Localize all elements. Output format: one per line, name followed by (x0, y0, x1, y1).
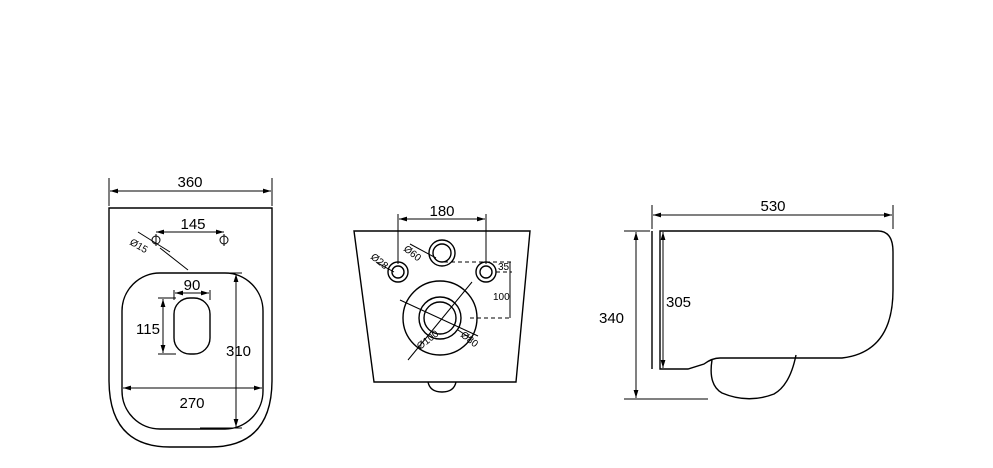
outlet-bottom (427, 381, 457, 393)
bolt-hole-left-inner (391, 265, 405, 279)
inlet-outer (428, 239, 456, 267)
bowl-opening (121, 272, 264, 430)
dim-inner-width: 270 (179, 395, 204, 412)
inlet-inner (432, 243, 452, 263)
dim-inner-length: 310 (226, 343, 251, 360)
side-view: 530 340 305 (599, 198, 894, 400)
dim-length-overall: 530 (760, 198, 785, 215)
outlet-inner (423, 301, 457, 335)
bolt-hole-left-outer (387, 261, 409, 283)
dim-pipe-spacing: 180 (429, 203, 454, 220)
dim-hole-spacing: 145 (180, 216, 205, 233)
dim-offset-vertical: 100 (493, 292, 510, 303)
dim-seat-depth: 115 (136, 321, 160, 338)
bolt-hole-right-outer (475, 261, 497, 283)
dim-height-overall: 340 (599, 310, 624, 327)
side-outlet (710, 354, 797, 400)
rear-view: 180 Ø60 Ø28 35 100 Ø80 Ø100 (353, 203, 531, 393)
top-view: 360 145 Ø15 90 115 310 270 (108, 174, 273, 448)
dim-hole-diameter: Ø15 (128, 237, 150, 256)
dim-bolt-hole-diameter: Ø28 (368, 252, 390, 273)
dim-offset-small: 35 (498, 262, 510, 273)
dim-seat-width: 90 (184, 277, 201, 294)
dim-outlet-outer-diameter: Ø100 (415, 328, 441, 352)
bowl-outline (108, 207, 273, 448)
dim-outlet-inner-diameter: Ø80 (458, 330, 480, 351)
dim-width-overall: 360 (177, 174, 202, 191)
rear-outline (353, 230, 531, 383)
side-outline (659, 230, 894, 370)
dim-height-wall: 305 (666, 294, 691, 311)
seat-outline (173, 297, 211, 355)
dim-inlet-diameter: Ø60 (401, 244, 423, 265)
outlet-mid (418, 296, 462, 340)
outlet-outer (402, 280, 478, 356)
bolt-hole-right-inner (479, 265, 493, 279)
